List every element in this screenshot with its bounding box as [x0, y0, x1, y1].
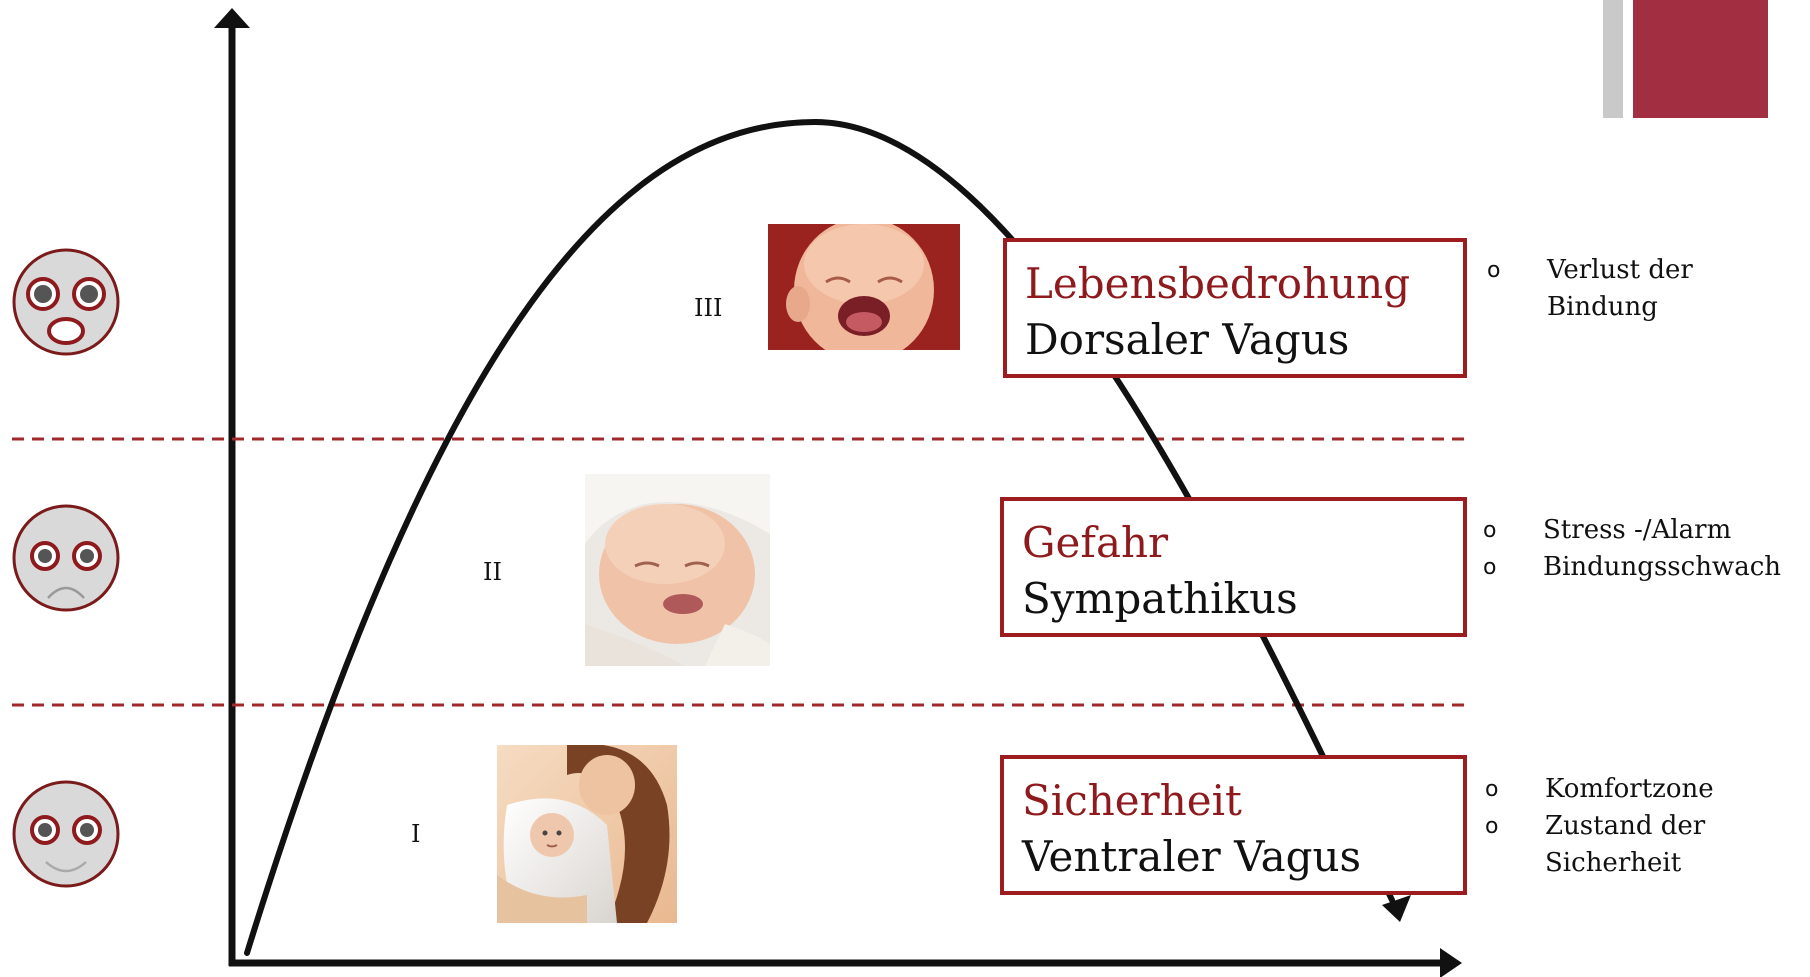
fussing-baby-photo: [585, 474, 770, 666]
state-title-danger: Gefahr: [1022, 515, 1463, 571]
bullet-icon: o: [1483, 512, 1496, 549]
bullet-icon: o: [1485, 771, 1498, 808]
state-subtitle-sympathetic: Sympathikus: [1022, 571, 1463, 627]
level-1-numeral: I: [411, 820, 420, 848]
note-item: o Stress -/Alarm: [1483, 512, 1781, 549]
notes-safety: o Komfortzone o Zustand der Sicherheit: [1485, 771, 1755, 882]
note-item: o Bindungsschwach: [1483, 549, 1781, 586]
bullet-icon: o: [1485, 808, 1498, 845]
state-box-danger: Gefahr Sympathikus: [1000, 497, 1467, 637]
state-subtitle-dorsal-vagus: Dorsaler Vagus: [1025, 312, 1463, 368]
state-box-safety: Sicherheit Ventraler Vagus: [1000, 755, 1467, 895]
bullet-icon: o: [1487, 252, 1500, 289]
state-subtitle-ventral-vagus: Ventraler Vagus: [1022, 829, 1463, 885]
note-item: o Verlust der Bindung: [1487, 252, 1747, 326]
shocked-face-icon: [10, 246, 122, 358]
level-2-numeral: II: [483, 558, 502, 586]
mother-holding-baby-photo: [497, 745, 677, 923]
level-3-numeral: III: [694, 294, 722, 322]
state-box-life-threat: Lebensbedrohung Dorsaler Vagus: [1003, 238, 1467, 378]
accent-bar-gray: [1603, 0, 1623, 118]
y-axis-arrowhead: [214, 8, 250, 28]
accent-block-red: [1633, 0, 1768, 118]
curve-arrowhead: [1382, 895, 1411, 922]
sad-face-icon: [10, 502, 122, 614]
state-title-life-threat: Lebensbedrohung: [1025, 256, 1463, 312]
state-title-safety: Sicherheit: [1022, 773, 1463, 829]
smiling-face-icon: [10, 778, 122, 890]
notes-danger: o Stress -/Alarm o Bindungsschwach: [1483, 512, 1781, 586]
notes-life-threat: o Verlust der Bindung: [1487, 252, 1747, 326]
note-item: o Zustand der Sicherheit: [1485, 808, 1755, 882]
crying-baby-photo: [768, 224, 960, 350]
bullet-icon: o: [1483, 549, 1496, 586]
x-axis-arrowhead: [1440, 948, 1462, 977]
note-item: o Komfortzone: [1485, 771, 1755, 808]
